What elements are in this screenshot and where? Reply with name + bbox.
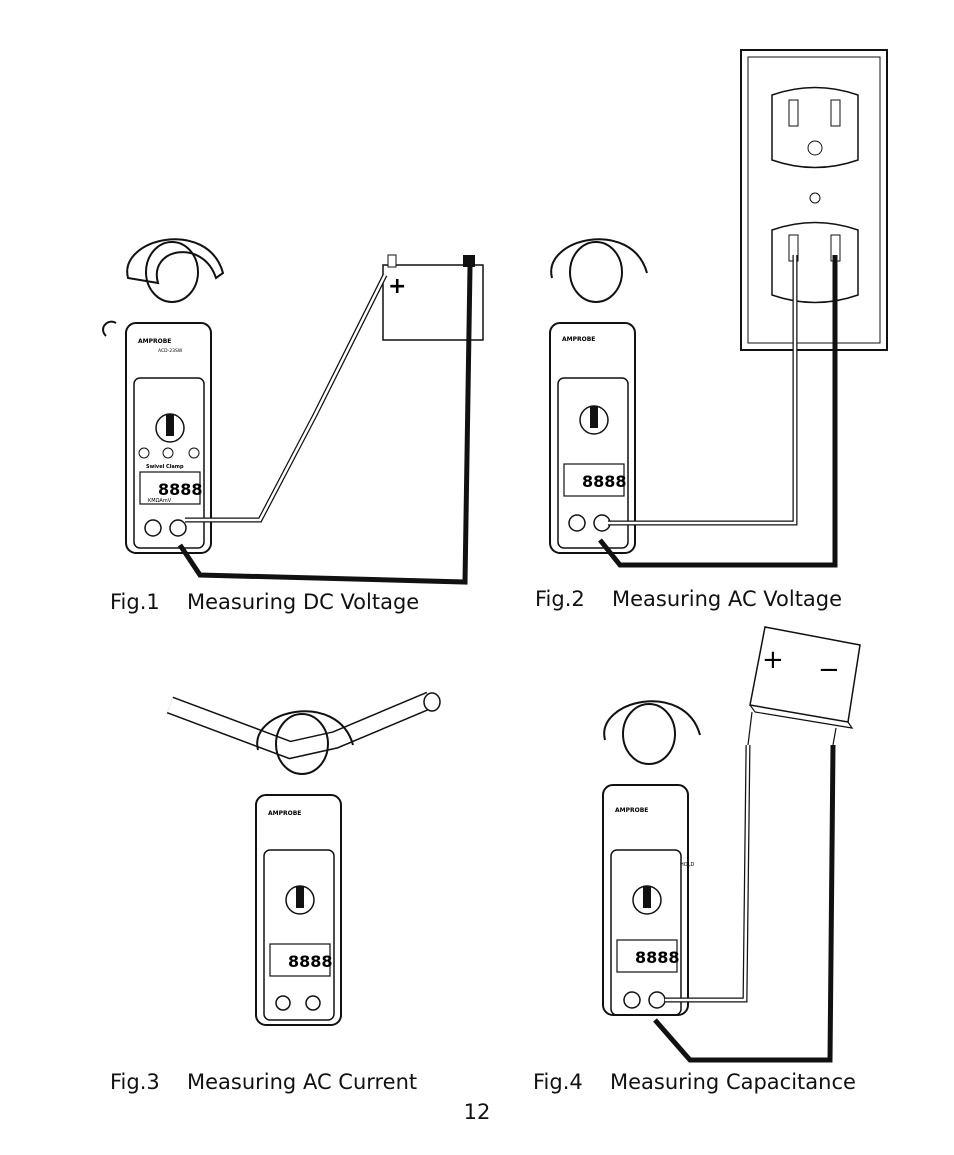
wall-outlet [740, 49, 888, 351]
capacitor-positive: + [762, 645, 784, 675]
caption-fig-4: Fig.4 Measuring Capacitance [533, 1070, 856, 1094]
caption-title: Measuring AC Voltage [612, 587, 843, 611]
caption-fig-3: Fig.3 Measuring AC Current [110, 1070, 417, 1094]
display-digits: 8888 [635, 948, 680, 967]
panel-label: Swivel Clamp [146, 464, 184, 470]
model-text: ACD-23SW [158, 348, 183, 354]
unit-strip: KMΩAmV [148, 498, 172, 504]
battery: + [382, 254, 484, 341]
brand-text: AMPROBE [562, 336, 595, 343]
caption-fig-1: Fig.1 Measuring DC Voltage [110, 590, 419, 614]
caption-number: Fig.1 [110, 590, 160, 614]
brand-text: AMPROBE [615, 807, 648, 814]
display-digits: 8888 [158, 480, 203, 499]
brand-text: AMPROBE [268, 810, 301, 817]
page-number: 12 [463, 1100, 491, 1124]
clamp-meter-4: AMPROBE 8888 [602, 700, 701, 1016]
battery-positive: + [388, 274, 406, 299]
conductor [166, 691, 441, 760]
display-digits: 8888 [288, 952, 333, 971]
caption-title: Measuring DC Voltage [187, 590, 420, 614]
capacitor: + − [747, 626, 861, 746]
caption-number: Fig.4 [533, 1070, 583, 1094]
caption-title: Measuring Capacitance [610, 1070, 856, 1094]
clamp-meter-1: AMPROBE ACD-23SW Swivel Clamp 8888 KMΩAm… [102, 238, 225, 554]
caption-number: Fig.2 [535, 587, 585, 611]
caption-number: Fig.3 [110, 1070, 160, 1094]
clamp-meter-3: AMPROBE 8888 [255, 710, 354, 1026]
clamp-meter-2: AMPROBE 8888 [549, 238, 648, 554]
hold-label: HOLD [680, 862, 694, 868]
brand-text: AMPROBE [138, 338, 171, 345]
caption-fig-2: Fig.2 Measuring AC Voltage [535, 587, 842, 611]
caption-title: Measuring AC Current [187, 1070, 418, 1094]
display-digits: 8888 [582, 472, 627, 491]
capacitor-negative: − [818, 655, 840, 685]
